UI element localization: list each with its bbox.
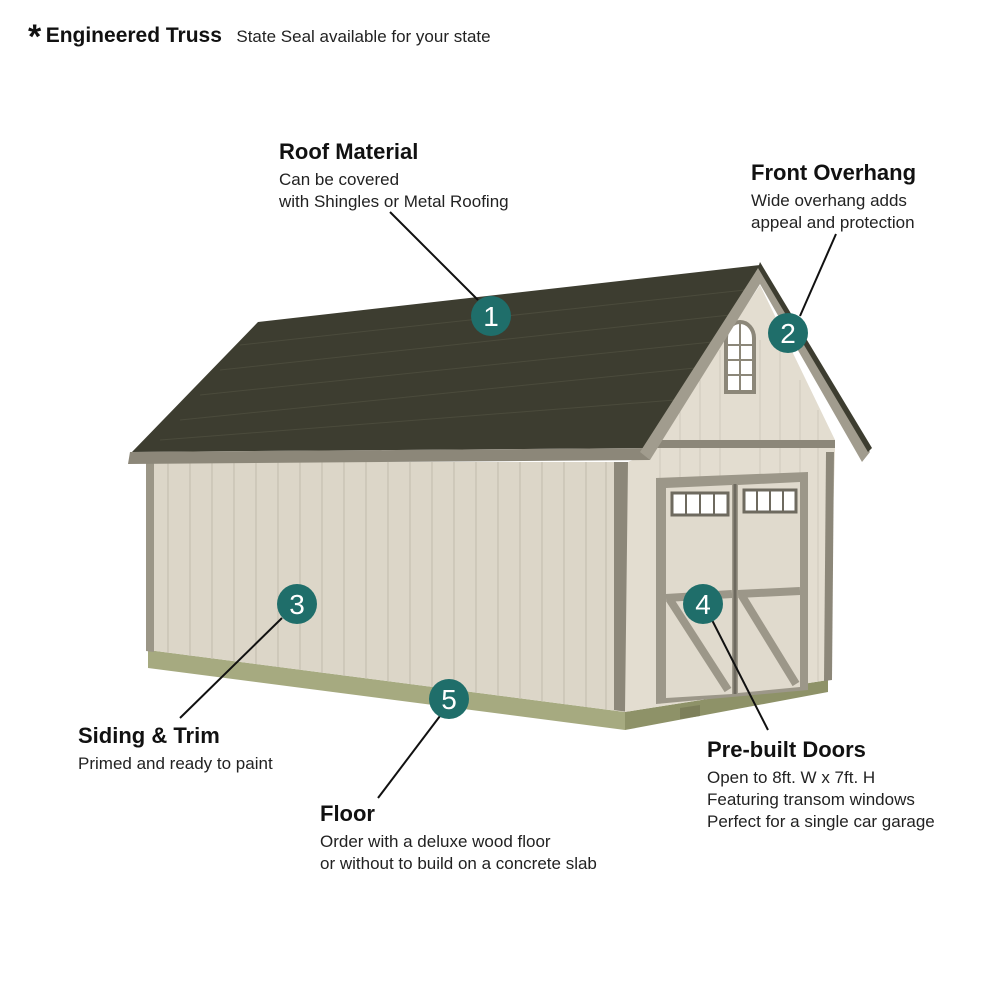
- callout-front-overhang: Front Overhang Wide overhang adds appeal…: [751, 159, 916, 234]
- marker-3: 3: [277, 584, 317, 624]
- front-overhang-roof-edge: [758, 262, 872, 452]
- header: * Engineered Truss State Seal available …: [28, 20, 491, 54]
- callout-line: Perfect for a single car garage: [707, 812, 935, 831]
- callout-line: Wide overhang adds: [751, 191, 907, 210]
- gable-window: [724, 320, 756, 394]
- gable-band-trim: [640, 440, 835, 448]
- callout-floor: Floor Order with a deluxe wood floor or …: [320, 800, 597, 875]
- header-subtitle: State Seal available for your state: [236, 27, 491, 46]
- marker-5-number: 5: [441, 684, 457, 715]
- marker-1: 1: [471, 296, 511, 336]
- floor-base: [148, 650, 625, 730]
- front-corner-trim: [824, 452, 834, 681]
- callout-title: Roof Material: [279, 139, 419, 164]
- callout-siding-trim: Siding & Trim Primed and ready to paint: [78, 722, 273, 775]
- asterisk: *: [28, 18, 42, 56]
- callout-line: appeal and protection: [751, 213, 915, 232]
- side-corner-trim-left: [146, 462, 154, 652]
- leader-lines: [179, 211, 837, 799]
- callout-roof-material: Roof Material Can be covered with Shingl…: [279, 138, 509, 213]
- callout-title: Pre-built Doors: [707, 737, 866, 762]
- marker-4-number: 4: [695, 589, 711, 620]
- callout-line: Featuring transom windows: [707, 790, 915, 809]
- roof-fascia: [128, 448, 650, 464]
- callout-line: or without to build on a concrete slab: [320, 854, 597, 873]
- callout-title: Front Overhang: [751, 160, 917, 185]
- floor-joists: [680, 705, 700, 719]
- marker-2: 2: [768, 313, 808, 353]
- callout-line: Open to 8ft. W x 7ft. H: [707, 768, 876, 787]
- double-doors: [656, 472, 808, 704]
- marker-4: 4: [683, 584, 723, 624]
- header-title: Engineered Truss: [45, 24, 222, 47]
- marker-5: 5: [429, 679, 469, 719]
- callout-title: Siding & Trim: [78, 723, 220, 748]
- side-corner-trim-right: [614, 462, 628, 712]
- marker-2-number: 2: [780, 318, 796, 349]
- siding-grooves: [167, 462, 607, 709]
- callout-line: Can be covered: [279, 170, 400, 189]
- side-wall: [148, 462, 625, 712]
- marker-3-number: 3: [289, 589, 305, 620]
- marker-1-number: 1: [483, 301, 499, 332]
- callout-title: Floor: [320, 801, 375, 826]
- callout-line: Primed and ready to paint: [78, 754, 273, 773]
- callout-line: Order with a deluxe wood floor: [320, 832, 551, 851]
- callout-line: with Shingles or Metal Roofing: [279, 192, 509, 211]
- callout-prebuilt-doors: Pre-built Doors Open to 8ft. W x 7ft. H …: [707, 736, 935, 833]
